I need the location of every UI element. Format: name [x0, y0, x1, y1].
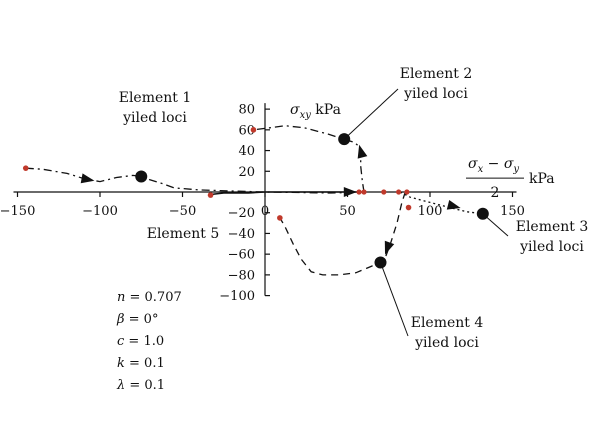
series-2-direction-arrow	[357, 144, 368, 159]
x-tick-label: −150	[0, 204, 35, 219]
y-tick-label: 60	[238, 123, 255, 138]
x-axis-label-denominator: 2	[491, 185, 500, 201]
parameter-3: c = 1.0	[117, 334, 164, 349]
y-tick-label: 80	[238, 103, 255, 118]
x-tick-label: 50	[339, 204, 356, 219]
series-3-direction-arrow	[446, 199, 461, 210]
annotation-leader-3	[482, 213, 509, 237]
y-tick-label: −40	[228, 227, 255, 242]
annotation-4-line-1: Element 4	[411, 315, 484, 331]
annotation-leader-2	[343, 88, 399, 140]
annotation-1-line-2: yiled loci	[122, 110, 187, 126]
y-tick-label: −60	[228, 248, 255, 263]
annotation-2-line-1: Element 2	[400, 66, 473, 82]
axis-point-marker	[381, 189, 387, 195]
parameter-1: n = 0.707	[117, 290, 182, 305]
x-axis-label-numerator: σx − σy	[468, 156, 519, 175]
series-1-start-point	[22, 165, 29, 171]
series-1-curve	[25, 167, 365, 194]
x-tick-label: 150	[500, 204, 525, 219]
series-1-yield-point	[135, 170, 148, 183]
x-tick-label: 0	[261, 204, 269, 219]
axis-point-marker	[356, 189, 362, 195]
annotation-2-line-2: yiled loci	[403, 86, 468, 102]
annotation-1-line-1: Element 1	[119, 90, 192, 106]
series-5-start-point	[207, 192, 214, 198]
y-tick-label: −80	[228, 268, 255, 283]
y-tick-label: −100	[219, 289, 255, 304]
axis-point-marker	[396, 189, 402, 195]
y-tick-label: 40	[238, 144, 255, 159]
series-1-direction-arrow	[80, 173, 95, 184]
x-tick-label: −100	[82, 204, 118, 219]
x-tick-label: 100	[418, 204, 443, 219]
x-axis-label-unit: kPa	[529, 171, 555, 187]
series-2-start-point	[250, 127, 257, 133]
series-4-start-point	[277, 215, 283, 221]
annotation-4-line-2: yiled loci	[414, 335, 479, 351]
parameter-4: k = 0.1	[117, 356, 165, 371]
series-5-curve	[210, 191, 361, 196]
y-axis-label: σxy kPa	[290, 102, 341, 121]
series-4-direction-arrow	[384, 240, 395, 255]
series-3-start-point	[405, 204, 412, 211]
annotation-3-line-1: Element 3	[516, 219, 589, 235]
parameter-5: λ = 0.1	[116, 378, 165, 393]
axis-point-marker	[404, 189, 410, 195]
series-5-direction-arrow	[343, 187, 357, 197]
x-tick-label: −50	[169, 204, 196, 219]
y-tick-label: −20	[228, 206, 255, 221]
parameter-2: β = 0°	[116, 312, 158, 327]
y-tick-label: 20	[238, 165, 255, 180]
series-4-curve	[279, 191, 406, 276]
annotation-leader-4	[380, 262, 409, 337]
annotation-3-line-2: yiled loci	[519, 239, 584, 255]
annotation-5-line-1: Element 5	[147, 226, 220, 242]
series-3-curve	[399, 191, 483, 215]
axis-point-marker	[361, 189, 367, 195]
